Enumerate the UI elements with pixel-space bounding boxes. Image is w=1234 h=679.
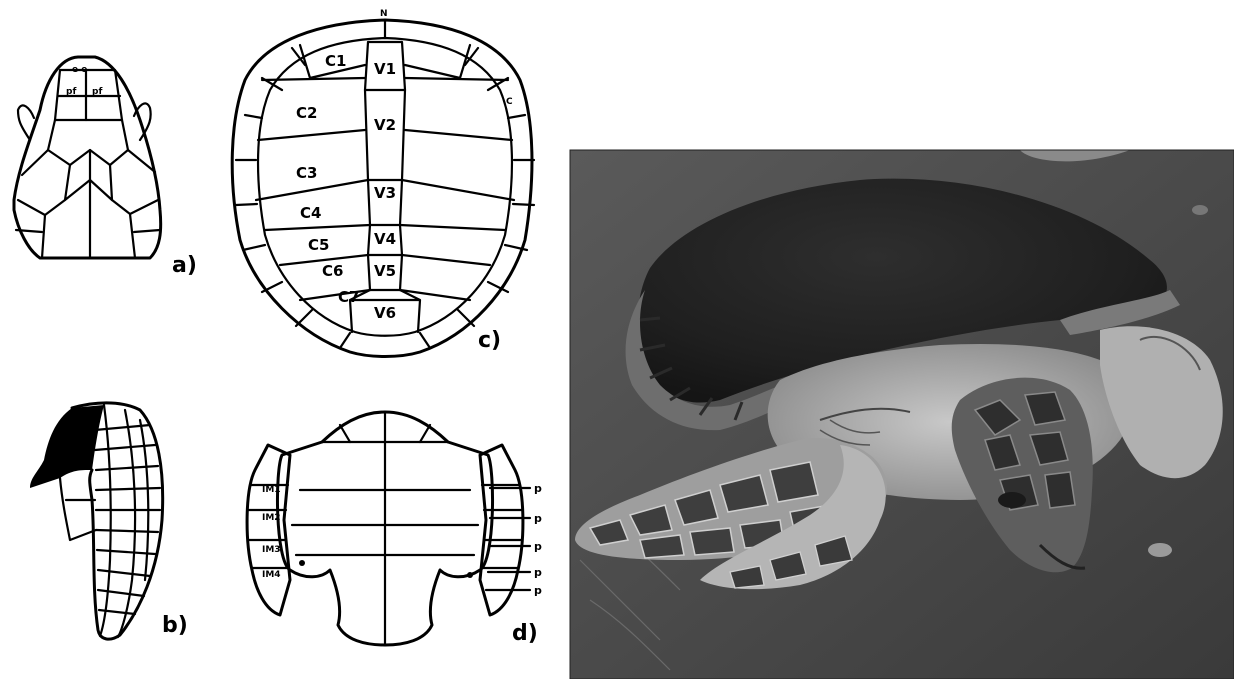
head-top-marks-label: e e (72, 65, 87, 75)
flipper-drawing (30, 403, 163, 639)
head-frontal-label: pf (92, 87, 102, 97)
vertebral-v2-label: V2 (374, 116, 396, 134)
pore-label-4: p (534, 566, 542, 579)
inframarginal-4-label: IM4 (262, 570, 281, 580)
panel-b-label: b) (162, 613, 188, 638)
vertebral-v6-label: V6 (374, 304, 396, 322)
pore-label-2: p (534, 512, 542, 525)
vertebral-v4-label: V4 (374, 230, 396, 248)
vertebral-v1-label: V1 (374, 60, 396, 78)
vertebral-v5-label: V5 (374, 262, 396, 280)
plastron-drawing (247, 412, 530, 645)
costal-c6-label: C6 (322, 262, 343, 280)
panel-a-label: a) (172, 253, 197, 278)
inframarginal-1-label: IM1 (262, 485, 281, 495)
nuchal-label: N (380, 9, 388, 19)
costal-c7-label: C7 (338, 288, 359, 306)
costal-c2-label: C2 (296, 104, 317, 122)
marginal-mark-label: C (506, 97, 513, 107)
inframarginal-2-label: IM2 (262, 513, 281, 523)
costal-c3-label: C3 (296, 164, 317, 182)
costal-c4-label: C4 (300, 204, 321, 222)
costal-c5-label: C5 (308, 236, 329, 254)
panel-d-label: d) (512, 621, 538, 646)
head-dorsal-drawing (14, 57, 161, 258)
pore-label-3: p (534, 540, 542, 553)
inframarginal-3-label: IM3 (262, 545, 281, 555)
panel-c-label: c) (478, 328, 501, 353)
pore-label-1: p (534, 482, 542, 495)
costal-c1-label: C1 (325, 52, 346, 70)
head-prefrontal-label: pf (66, 87, 76, 97)
pore-label-5: p (534, 584, 542, 597)
turtle-photograph (570, 150, 1234, 679)
vertebral-v3-label: V3 (374, 184, 396, 202)
